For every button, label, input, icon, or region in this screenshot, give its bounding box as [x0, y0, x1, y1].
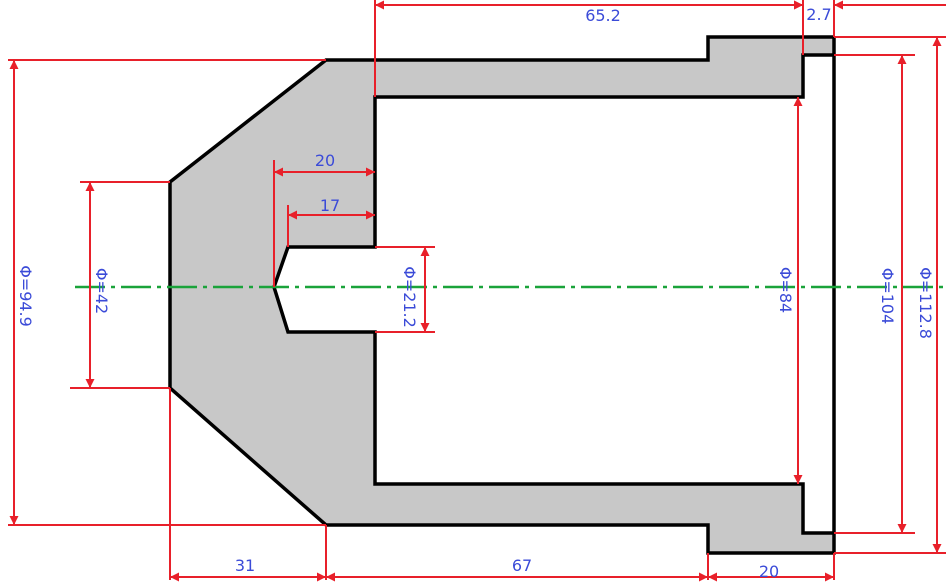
label-2-7: 2.7 [806, 5, 831, 24]
label-20-bottom: 20 [759, 562, 779, 581]
label-31: 31 [235, 556, 255, 575]
label-dia-104: Φ=104 [878, 268, 897, 325]
label-dia-112-8: Φ=112.8 [916, 267, 935, 339]
inner-cavity [274, 55, 834, 533]
label-65-2: 65.2 [585, 6, 621, 25]
label-67: 67 [512, 556, 532, 575]
label-dia-42: Φ=42 [92, 268, 111, 314]
label-20-bore: 20 [315, 151, 335, 170]
dimension-lines [9, 0, 946, 582]
label-dia-21-2: Φ=21.2 [400, 266, 419, 328]
label-17-bore: 17 [320, 196, 340, 215]
part-section [168, 35, 836, 555]
label-dia-84: Φ=84 [776, 267, 795, 313]
dimension-labels: 65.2 2.7 31 67 20 20 17 Φ=94.9 Φ=42 Φ=21… [16, 5, 935, 581]
label-dia-94-9: Φ=94.9 [16, 265, 35, 327]
